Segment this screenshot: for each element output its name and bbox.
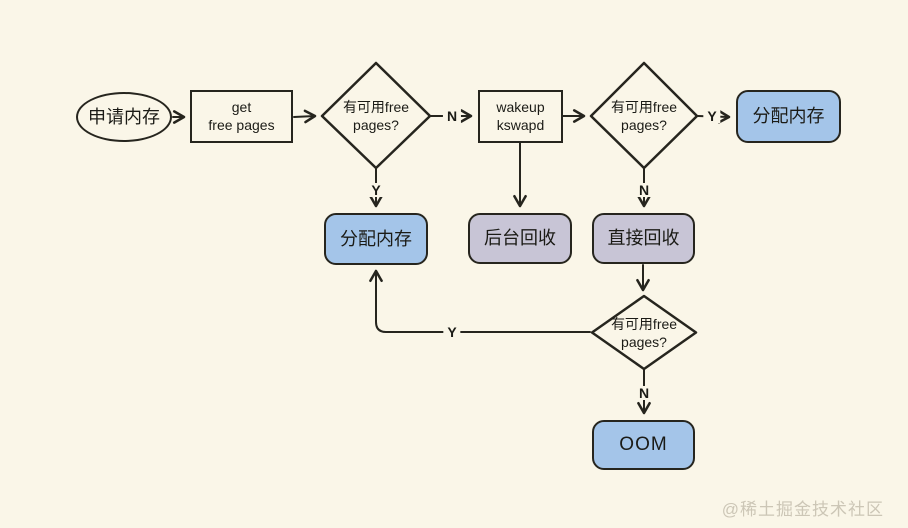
decision1-diamond — [320, 61, 432, 170]
oom-label: OOM — [619, 434, 668, 456]
edge-label-d2-no: N — [634, 183, 654, 197]
start-node: 申请内存 — [76, 92, 172, 142]
wakeup-kswapd-line2: kswapd — [496, 116, 545, 133]
direct-reclaim-label: 直接回收 — [607, 228, 680, 249]
get-free-pages-line1: get — [231, 99, 252, 115]
edge-getpages-decision1 — [293, 109, 317, 124]
alloc-memory-right-label: 分配内存 — [752, 106, 825, 127]
direct-reclaim-node: 直接回收 — [592, 213, 695, 264]
alloc-memory-right-node: 分配内存 — [736, 90, 841, 143]
start-label: 申请内存 — [88, 106, 160, 127]
get-free-pages-node: get free pages — [190, 90, 293, 143]
edge-label-d1-no: N — [442, 109, 462, 123]
alloc-memory-mid-node: 分配内存 — [324, 213, 428, 265]
wakeup-kswapd-node: wakeup kswapd — [478, 90, 563, 143]
edge-label-d3-yes: Y — [443, 325, 461, 339]
edge-decision3-allocmid — [369, 269, 591, 333]
decision2-diamond — [589, 61, 699, 170]
get-free-pages-line2: free pages — [208, 116, 275, 133]
wakeup-kswapd-line1: wakeup — [496, 99, 545, 115]
edge-label-d1-yes: Y — [367, 183, 385, 197]
edge-label-d2-yes: Y — [703, 109, 721, 123]
edge-label-d3-no: N — [634, 386, 654, 400]
background-reclaim-node: 后台回收 — [468, 213, 572, 264]
background-reclaim-label: 后台回收 — [484, 228, 556, 249]
decision3-diamond — [590, 294, 698, 371]
alloc-memory-mid-label: 分配内存 — [340, 228, 412, 249]
oom-node: OOM — [592, 420, 695, 470]
watermark: @稀土掘金技术社区 — [721, 500, 884, 519]
